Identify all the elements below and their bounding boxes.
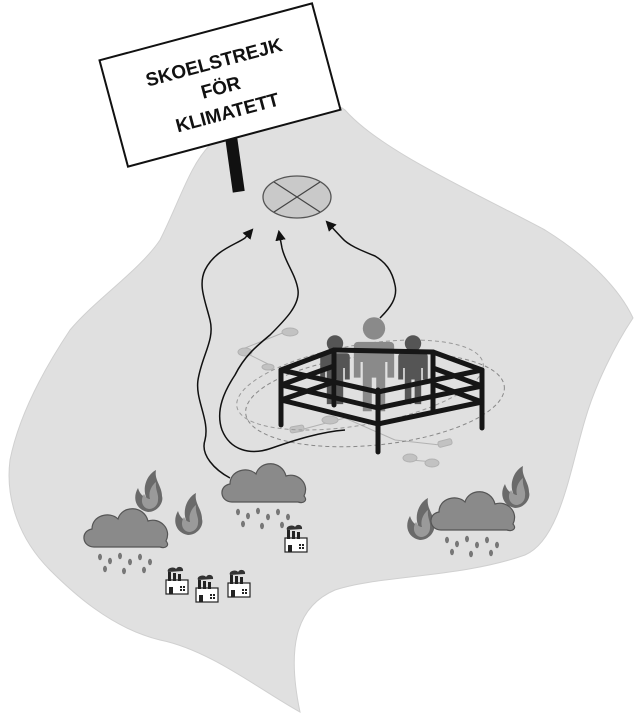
- target-icon: [263, 176, 331, 218]
